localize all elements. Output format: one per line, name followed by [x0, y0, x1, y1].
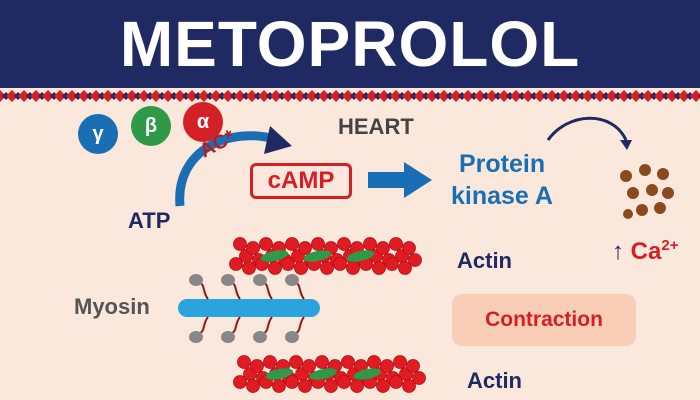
- pka-to-calcium-arrowhead: [620, 140, 632, 150]
- calcium-symbol: Ca: [630, 238, 662, 265]
- page-title: METOPROLOL: [119, 8, 581, 80]
- atp-label: ATP: [128, 208, 171, 233]
- actin-label-bottom: Actin: [467, 368, 522, 393]
- pka-to-calcium-arrow: [546, 116, 628, 141]
- camp-to-pka-arrow: [368, 172, 406, 188]
- beta-subunit-icon: β: [131, 106, 171, 146]
- myosin-filament: [178, 274, 320, 343]
- gamma-subunit-icon: γ: [78, 114, 118, 154]
- actin-filament-bottom: [233, 355, 426, 393]
- calcium-label: ↑ Ca2+: [612, 237, 678, 266]
- actin-filament-top: [229, 237, 422, 275]
- camp-box: cAMP: [250, 163, 352, 199]
- atp-to-camp-arrowhead: [264, 126, 292, 154]
- actin-label-top: Actin: [457, 248, 512, 273]
- calcium-dots: [620, 164, 674, 219]
- alpha-subunit-icon: α: [183, 102, 223, 142]
- calcium-charge: 2+: [661, 237, 679, 254]
- decorative-border: [0, 88, 700, 106]
- heart-label: HEART: [338, 114, 414, 139]
- contraction-box: Contraction: [452, 294, 636, 346]
- title-banner: [0, 0, 700, 88]
- protein-kinase-label-line2: kinase A: [451, 182, 553, 210]
- protein-kinase-label-line1: Protein: [459, 150, 546, 178]
- camp-to-pka-arrowhead: [404, 162, 432, 198]
- myosin-label: Myosin: [74, 294, 150, 319]
- atp-to-camp-arrow: [175, 131, 280, 207]
- calcium-up-arrow-icon: ↑: [612, 238, 624, 265]
